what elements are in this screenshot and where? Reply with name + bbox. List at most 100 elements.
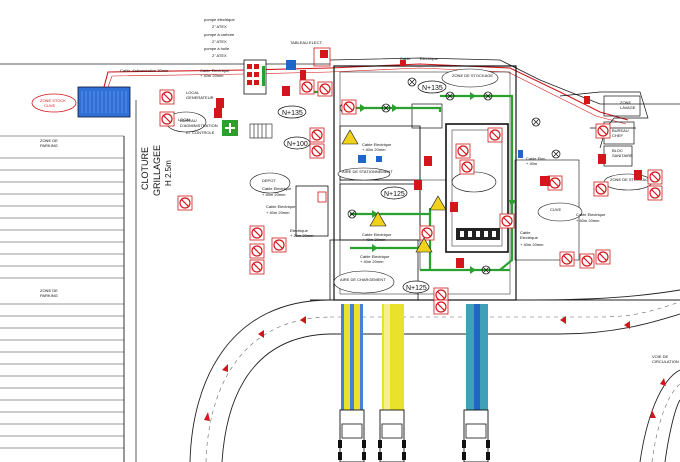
cloture-label: CLOTURE GRILLAGEE H 2.5m	[140, 145, 173, 196]
road-arrows	[204, 316, 666, 421]
no-smoking-icon-ring	[435, 301, 447, 313]
no-smoking-icon-bar	[163, 115, 171, 123]
svg-text:Cable Elec.: Cable Elec.	[526, 156, 546, 161]
height-text: H 2.5m	[164, 160, 173, 186]
truck-wheel	[486, 440, 490, 448]
svg-text:D'ADMINISTRATION: D'ADMINISTRATION	[180, 123, 218, 128]
level-n135-left: N+135	[282, 110, 303, 117]
no-smoking-icon-bar	[491, 131, 499, 139]
truck-wheel	[402, 452, 406, 460]
svg-text:BLOC: BLOC	[612, 148, 623, 153]
zone-stockage-label: ZONE DE STOCKAGE	[452, 73, 493, 78]
svg-text:+ 40m 20mm: + 40m 20mm	[266, 210, 290, 215]
transformer-room	[295, 185, 329, 237]
svg-text:ZONE: ZONE	[620, 100, 631, 105]
svg-text:pompe à carbure: pompe à carbure	[204, 32, 235, 37]
no-smoking-icon-bar	[597, 185, 605, 193]
no-smoking-icon-bar	[313, 147, 321, 155]
no-smoking-icon-bar	[313, 131, 321, 139]
svg-text:+ 40m: + 40m	[526, 161, 538, 166]
level-n135-right: N+135	[422, 85, 443, 92]
svg-text:Cable Electrique: Cable Electrique	[262, 186, 292, 191]
evacuation-arrows	[360, 92, 516, 274]
cuve-label: CUVE	[550, 207, 561, 212]
svg-text:PARKING: PARKING	[40, 293, 58, 298]
svg-text:Cable Electrique: Cable Electrique	[576, 212, 606, 217]
truck-wheel	[378, 452, 382, 460]
truck-icon	[463, 409, 489, 462]
water-tank: ZONE STOCK CUVE	[31, 86, 131, 118]
no-smoking-icon-bar	[651, 173, 659, 181]
no-smoking-icon-ring	[457, 145, 469, 157]
aire-label: AIRE DE STATIONNEMENT	[342, 169, 393, 174]
no-smoking-icon-bar	[599, 253, 607, 261]
no-smoking-icon-ring	[251, 245, 263, 257]
svg-text:2" ATEX: 2" ATEX	[212, 53, 227, 58]
no-smoking-icon-bar	[651, 189, 659, 197]
truck-icon	[339, 409, 365, 462]
no-smoking-icon-bar	[253, 229, 261, 237]
svg-text:CIRCULATION: CIRCULATION	[652, 359, 679, 364]
no-smoking-icon-ring	[489, 129, 501, 141]
level-marker-n125-bottom: N+125	[402, 280, 430, 294]
no-smoking-icon-bar	[459, 147, 467, 155]
svg-text:ZONE DE: ZONE DE	[40, 138, 58, 143]
stairs	[249, 123, 273, 139]
no-smoking-icon-bar	[551, 179, 559, 187]
no-smoking-icon-bar	[163, 93, 171, 101]
svg-text:GENERATEUR: GENERATEUR	[186, 95, 214, 100]
svg-text:pompe à huile: pompe à huile	[204, 46, 230, 51]
road	[189, 289, 680, 462]
svg-text:ZONE DE: ZONE DE	[40, 288, 58, 293]
local-label: LOCAL	[178, 117, 192, 122]
svg-text:+ 40m 20mm: + 40m 20mm	[362, 147, 386, 152]
truck-wheel	[462, 440, 466, 448]
truck-wheel	[486, 452, 490, 460]
circle-markers	[339, 77, 561, 275]
svg-text:+ 40m 20mm: + 40m 20mm	[362, 237, 386, 242]
no-smoking-icon-bar	[599, 127, 607, 135]
svg-text:TABLEAU ELECT.: TABLEAU ELECT.	[290, 40, 323, 45]
no-smoking-icon-ring	[649, 171, 661, 183]
svg-text:Cable: Cable	[400, 56, 411, 61]
truck-wheel	[338, 440, 342, 448]
truck-cab	[381, 423, 403, 439]
svg-text:ET CONTROLE: ET CONTROLE	[186, 130, 215, 135]
no-smoking-icon-bar	[463, 163, 471, 171]
no-smoking-icon-ring	[501, 215, 513, 227]
no-smoking-icon-bar	[275, 241, 283, 249]
depot-label: DEPOT	[262, 178, 276, 183]
level-n125-bottom: N+125	[406, 285, 427, 292]
no-smoking-icon-bar	[253, 247, 261, 255]
no-smoking-icon-bar	[503, 217, 511, 225]
no-smoking-icon-ring	[251, 261, 263, 273]
svg-text:+ 20m 20mm: + 20m 20mm	[290, 233, 314, 238]
no-smoking-icon-ring	[179, 197, 191, 209]
svg-text:2" ATEX: 2" ATEX	[212, 24, 227, 29]
svg-text:Cable Electrique: Cable Electrique	[360, 254, 390, 259]
truck-wheel	[402, 440, 406, 448]
svg-text:Cable d'alimentation 30mm: Cable d'alimentation 30mm	[120, 68, 169, 73]
boundary-red	[103, 63, 629, 125]
no-smoking-icon-ring	[319, 83, 331, 95]
blue-markers	[358, 150, 523, 163]
no-smoking-icon-bar	[321, 85, 329, 93]
svg-text:+ 40m 20mm: + 40m 20mm	[520, 242, 544, 247]
left-parking-rows	[0, 100, 137, 462]
truck-wheel	[362, 452, 366, 460]
no-smoking-icon-ring	[461, 161, 473, 173]
warning-signs	[341, 129, 447, 253]
truck-wheel	[462, 452, 466, 460]
svg-text:VOIE DE: VOIE DE	[652, 354, 669, 359]
loading-lanes	[341, 304, 488, 414]
tanker-trucks	[338, 409, 490, 462]
no-smoking-icon-ring	[301, 81, 313, 93]
no-smoking-icon-ring	[251, 227, 263, 239]
svg-text:CHEF: CHEF	[612, 133, 623, 138]
pump-station	[243, 47, 331, 95]
no-smoking-icon-ring	[311, 129, 323, 141]
svg-text:Cable Electrique: Cable Electrique	[266, 204, 296, 209]
svg-text:Electrique: Electrique	[420, 56, 439, 61]
